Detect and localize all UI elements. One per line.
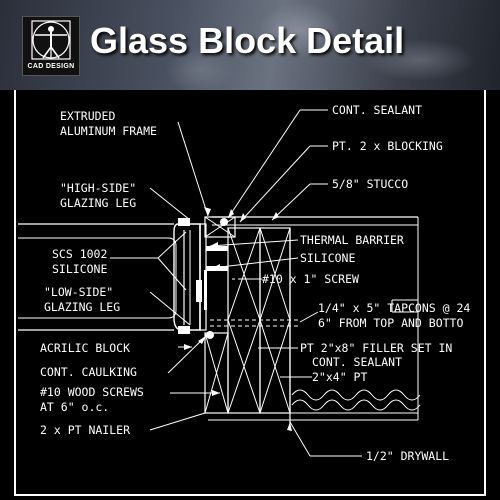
label-high-side: "HIGH-SIDE": [60, 181, 136, 195]
glazing-leg: [173, 223, 183, 331]
pt-blocking: [204, 216, 236, 238]
label-filler: PT 2"x8" FILLER SET IN: [300, 341, 452, 355]
leader-arrowheads: [184, 207, 292, 431]
label-low-side-leg: GLAZING LEG: [44, 300, 120, 314]
insulation: [291, 389, 421, 401]
label-acrilic-block: ACRILIC BLOCK: [40, 341, 130, 355]
label-filler-sealant: CONT. SEALANT: [312, 355, 402, 369]
low-side-leg: [178, 326, 190, 334]
banner-texture: [0, 0, 500, 90]
label-high-side-leg: GLAZING LEG: [60, 196, 136, 210]
label-tapcons: 1/4" x 5" TAPCONS @ 24: [318, 301, 470, 315]
label-low-side: "LOW-SIDE": [44, 285, 113, 299]
header-banner: CAD DESIGN Glass Block Detail: [0, 0, 500, 90]
aluminum-frame: [178, 223, 201, 331]
vitruvian-man-icon: [31, 20, 71, 60]
drawing-frame: [14, 90, 486, 496]
leader-lines: [110, 109, 362, 457]
label-scs-1002: SCS 1002: [52, 247, 107, 261]
label-tapcons-spacing: 6" FROM TOP AND BOTTO: [318, 316, 463, 330]
high-side-leg: [178, 218, 190, 226]
label-stucco: 5/8" STUCCO: [332, 177, 408, 191]
pt-nailer: [204, 332, 229, 414]
label-nailer: 2 x PT NAILER: [40, 423, 130, 437]
page-title: Glass Block Detail: [90, 20, 405, 61]
label-pt-2x4: 2"x4" PT: [312, 370, 367, 384]
label-silicone: SILICONE: [300, 251, 355, 265]
label-cont-caulking: CONT. CAULKING: [40, 365, 137, 379]
label-screw: #10 x 1" SCREW: [262, 272, 359, 286]
label-drywall: 1/2" DRYWALL: [366, 449, 449, 463]
label-cont-sealant-top: CONT. SEALANT: [332, 103, 422, 117]
label-blocking: PT. 2 x BLOCKING: [332, 139, 443, 153]
logo-text: CAD DESIGN: [27, 63, 75, 70]
label-scs-silicone: SILICONE: [52, 262, 107, 276]
label-extruded: EXTRUDED: [60, 109, 115, 123]
label-thermal-barrier: THERMAL BARRIER: [300, 233, 404, 247]
sealant-bead-top: [220, 218, 228, 226]
caulking-bead: [206, 331, 214, 339]
cad-design-logo: CAD DESIGN: [22, 16, 80, 76]
label-aluminum-frame: ALUMINUM FRAME: [60, 124, 157, 138]
label-wood-screws-spacing: AT 6" o.c.: [40, 400, 109, 414]
label-wood-screws: #10 WOOD SCREWS: [40, 385, 144, 399]
